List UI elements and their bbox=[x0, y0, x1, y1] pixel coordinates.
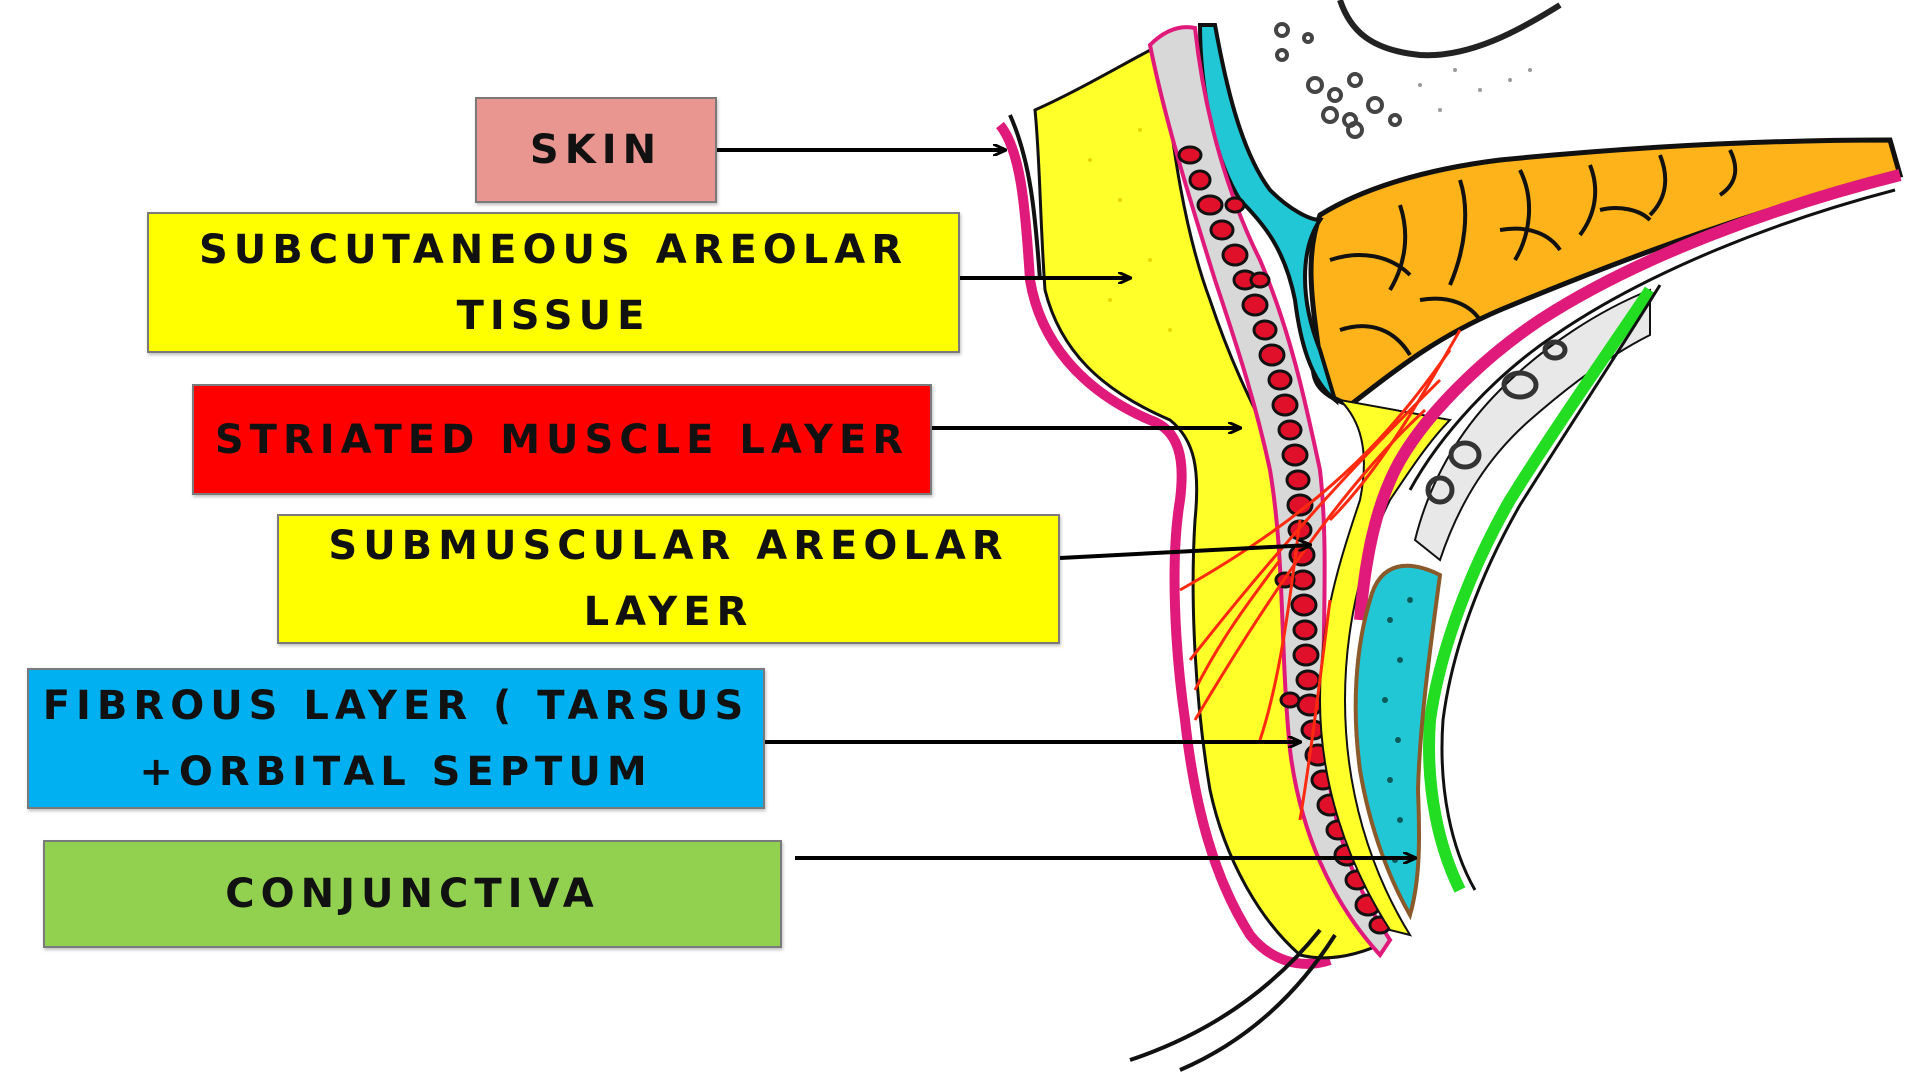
label-fibrous-layer: FIBROUS LAYER ( TARSUS +ORBITAL SEPTUM bbox=[27, 668, 765, 809]
retroseptal-space bbox=[1413, 288, 1651, 562]
eyelash bbox=[1129, 928, 1337, 1072]
label-submuscular-text: SUBMUSCULAR AREOLAR LAYER bbox=[328, 523, 1009, 635]
label-conjunctiva: CONJUNCTIVA bbox=[43, 840, 782, 948]
arrow-submuscular bbox=[1059, 545, 1310, 560]
skin-line bbox=[995, 121, 1332, 969]
label-striated-muscle: STRIATED MUSCLE LAYER bbox=[192, 384, 932, 495]
label-fibrous-line1: FIBROUS LAYER ( TARSUS bbox=[42, 682, 750, 729]
levator-aponeurosis bbox=[1197, 23, 1339, 406]
label-striated-text: STRIATED MUSCLE LAYER bbox=[214, 416, 910, 463]
label-subcutaneous: SUBCUTANEOUS AREOLAR TISSUE bbox=[147, 212, 960, 353]
orbit-sketch bbox=[1274, 0, 1562, 139]
fat-lobules bbox=[1329, 149, 1738, 357]
label-submuscular: SUBMUSCULAR AREOLAR LAYER bbox=[277, 514, 1060, 644]
septum-line bbox=[1354, 169, 1902, 621]
label-conjunctiva-text: CONJUNCTIVA bbox=[225, 871, 600, 917]
label-skin: SKIN bbox=[475, 97, 717, 203]
pointer-arrows bbox=[700, 150, 1415, 858]
vessels bbox=[1179, 329, 1462, 821]
label-skin-text: SKIN bbox=[529, 127, 663, 173]
label-subcutaneous-text: SUBCUTANEOUS AREOLAR TISSUE bbox=[198, 226, 909, 339]
label-fibrous-line2: +ORBITAL SEPTUM bbox=[139, 748, 653, 795]
conjunctiva-line bbox=[1423, 286, 1655, 893]
